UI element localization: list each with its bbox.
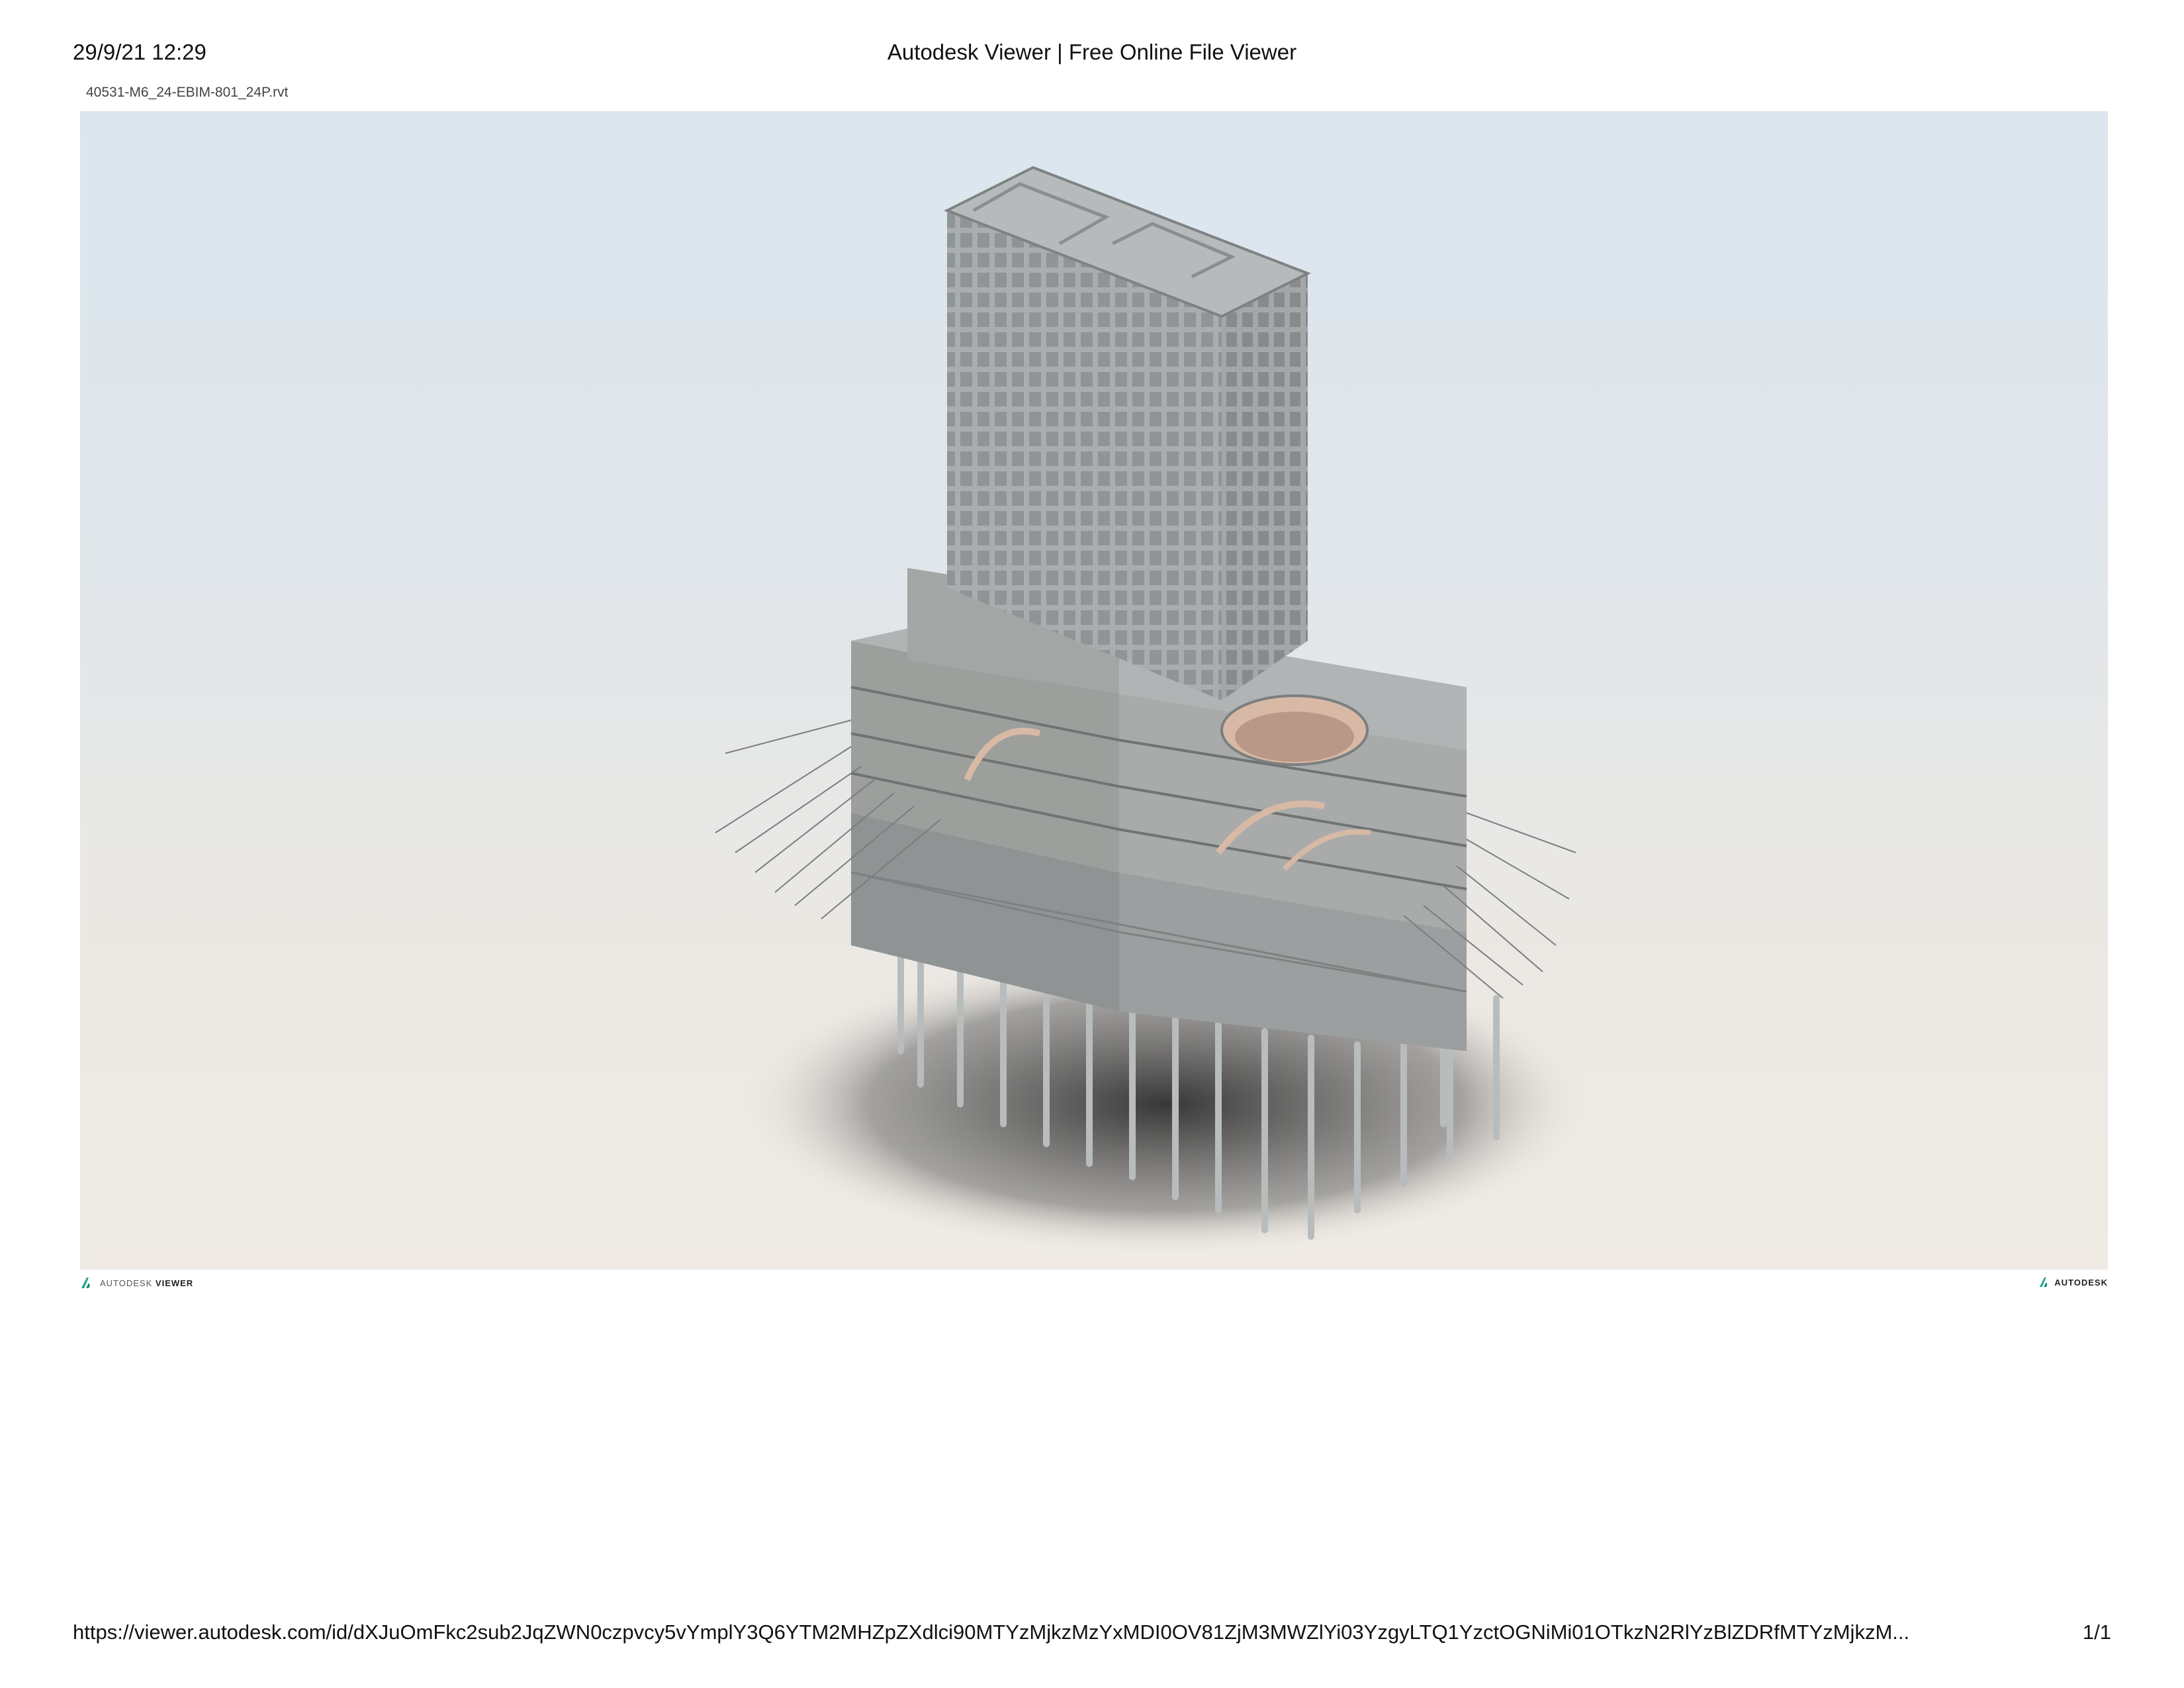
- model-viewport[interactable]: [80, 111, 2108, 1270]
- brand-name-right: AUTODESK: [2054, 1277, 2108, 1288]
- tower-roof: [944, 165, 1311, 318]
- tower: [944, 165, 1311, 700]
- page-url: https://viewer.autodesk.com/id/dXJuOmFkc…: [73, 1620, 1910, 1644]
- page-number: 1/1: [2082, 1620, 2111, 1644]
- ground-anchors: [715, 720, 1576, 999]
- model-file-name: 40531-M6_24-EBIM-801_24P.rvt: [86, 85, 289, 100]
- foundation-piles: [897, 922, 1500, 1240]
- autodesk-logo-icon: [81, 1278, 90, 1288]
- arch-element: [1216, 800, 1326, 855]
- autodesk-logo-icon: [2040, 1277, 2048, 1288]
- autodesk-brand: AUTODESK: [2038, 1276, 2108, 1288]
- building-model-render: [715, 165, 1589, 1256]
- brand-product: VIEWER: [155, 1278, 194, 1288]
- page-title: Autodesk Viewer | Free Online File Viewe…: [887, 40, 1297, 64]
- brand-name: AUTODESK: [100, 1278, 153, 1288]
- arch-element: [964, 727, 1041, 782]
- tower-side-face: [1222, 273, 1308, 700]
- tower-front-face: [947, 211, 1222, 700]
- arch-element: [1283, 829, 1371, 871]
- autodesk-viewer-brand: AUTODESK VIEWER: [80, 1276, 193, 1289]
- print-date: 29/9/21 12:29: [73, 40, 206, 64]
